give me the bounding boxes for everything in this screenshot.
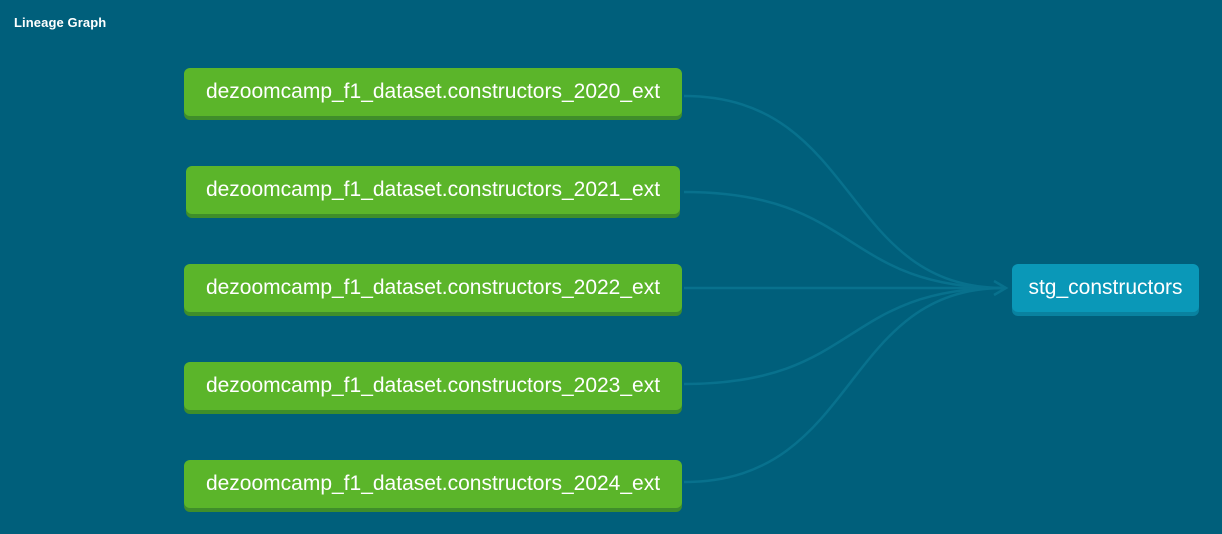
source-node-constructors-2021[interactable]: dezoomcamp_f1_dataset.constructors_2021_… xyxy=(186,166,680,214)
source-node-label: dezoomcamp_f1_dataset.constructors_2022_… xyxy=(205,276,661,299)
arrowhead-icon xyxy=(993,279,1009,297)
edge-2021-to-stg xyxy=(683,190,1005,290)
source-node-label: dezoomcamp_f1_dataset.constructors_2020_… xyxy=(205,80,661,103)
source-node-constructors-2022[interactable]: dezoomcamp_f1_dataset.constructors_2022_… xyxy=(184,264,682,312)
source-node-label: dezoomcamp_f1_dataset.constructors_2023_… xyxy=(205,374,661,397)
edge-2024-to-stg xyxy=(683,286,1005,484)
graph-title: Lineage Graph xyxy=(14,15,107,30)
model-node-label: stg_constructors xyxy=(1028,276,1183,299)
source-node-label: dezoomcamp_f1_dataset.constructors_2024_… xyxy=(205,472,661,495)
model-node-stg-constructors[interactable]: stg_constructors xyxy=(1012,264,1199,312)
source-node-constructors-2023[interactable]: dezoomcamp_f1_dataset.constructors_2023_… xyxy=(184,362,682,410)
source-node-label: dezoomcamp_f1_dataset.constructors_2021_… xyxy=(205,178,661,201)
edge-2020-to-stg xyxy=(683,94,1005,290)
edge-2023-to-stg xyxy=(683,286,1005,386)
source-node-constructors-2020[interactable]: dezoomcamp_f1_dataset.constructors_2020_… xyxy=(184,68,682,116)
source-node-constructors-2024[interactable]: dezoomcamp_f1_dataset.constructors_2024_… xyxy=(184,460,682,508)
